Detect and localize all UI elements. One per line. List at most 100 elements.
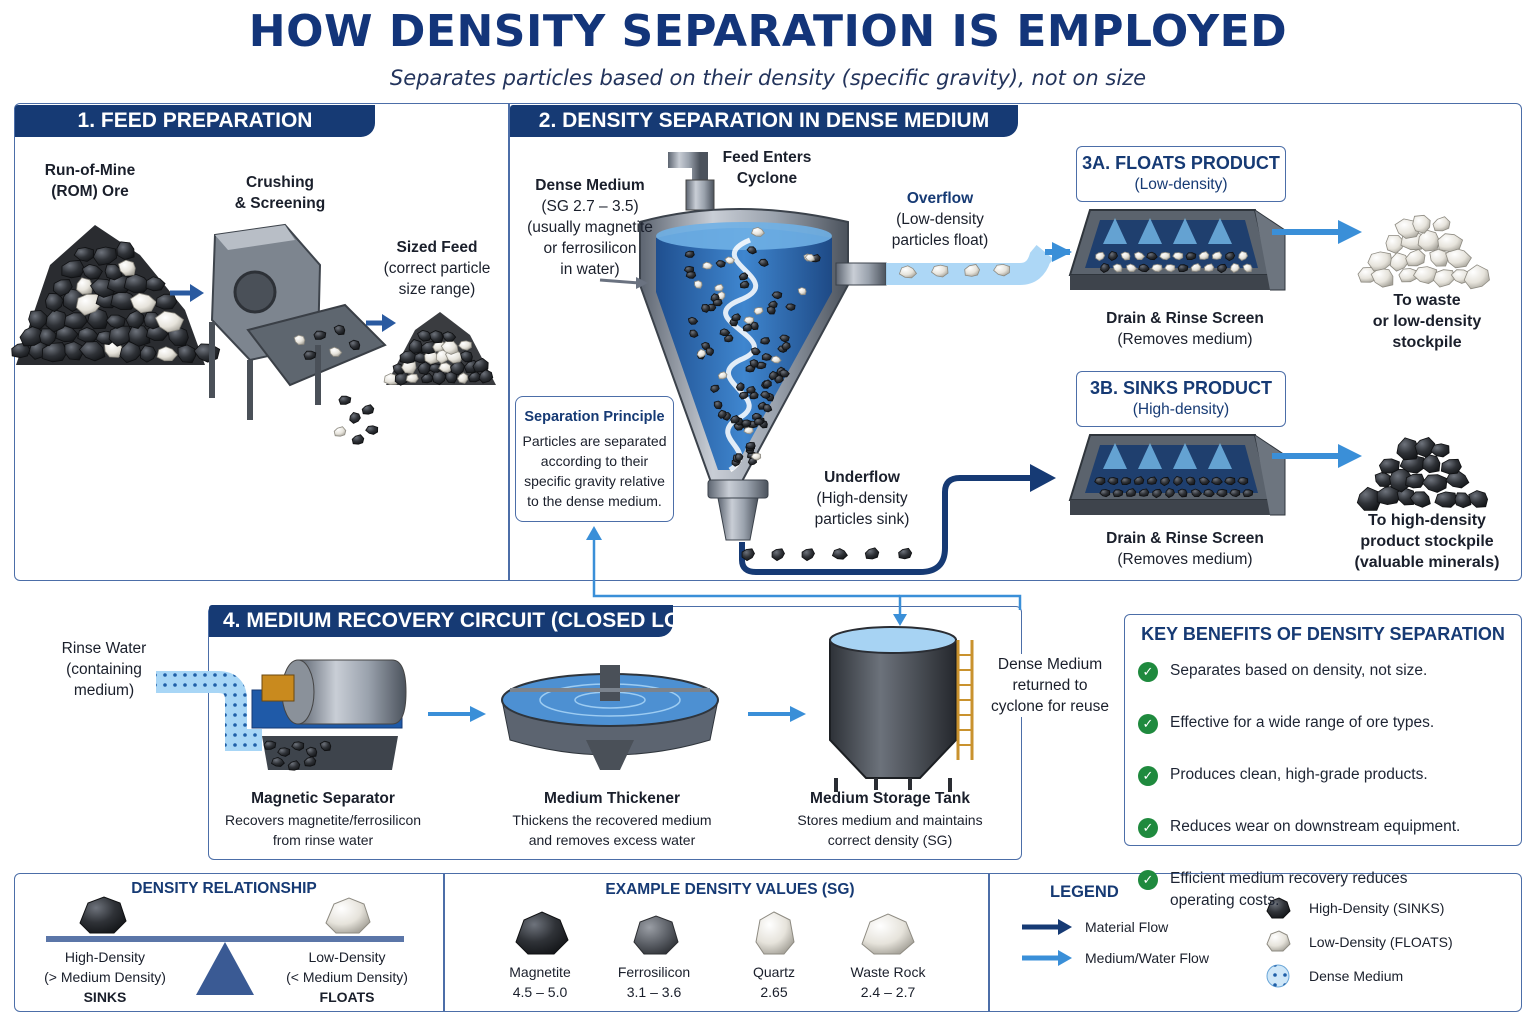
floats-dest-line-1: To waste xyxy=(1393,292,1461,309)
dark-rock xyxy=(432,370,447,386)
dark-rock xyxy=(349,412,361,424)
high-density-label: High-Density (> Medium Density) SINKS xyxy=(30,947,180,1007)
floats-balance-rock-icon xyxy=(325,897,371,934)
light-rock xyxy=(1417,229,1440,252)
dark-rock xyxy=(123,273,152,293)
light-rock xyxy=(1198,251,1210,260)
top-panel xyxy=(14,103,1522,581)
dense-medium-line-2: (SG 2.7 – 3.5) xyxy=(541,198,639,215)
dark-rock xyxy=(1112,489,1124,498)
feed-arrow-2-head xyxy=(382,314,396,332)
dark-rock xyxy=(313,330,327,340)
dark-rock xyxy=(1217,263,1228,274)
dark-rock xyxy=(766,306,776,315)
return-line-3: cyclone for reuse xyxy=(990,698,1110,715)
dark-rock xyxy=(303,756,317,767)
floats-dest-line-2: or low-density xyxy=(1372,313,1482,330)
sinks-header: 3B. SINKS PRODUCT xyxy=(1089,378,1273,398)
legend-material-flow: Material Flow xyxy=(1085,919,1169,935)
spray-nozzle xyxy=(1103,218,1127,244)
dark-rock xyxy=(741,548,755,562)
relationship-title: DENSITY RELATIONSHIP xyxy=(131,880,317,897)
example-waste-rock: Waste Rock 2.4 – 2.7 xyxy=(838,962,938,1002)
example-value: 3.1 – 3.6 xyxy=(626,984,682,1000)
rinse-line-1: Rinse Water xyxy=(61,640,147,657)
dark-rock xyxy=(801,548,815,562)
dark-rock xyxy=(731,313,741,322)
light-rock xyxy=(1405,248,1426,267)
dark-rock xyxy=(155,293,178,310)
dark-rock xyxy=(1107,477,1119,486)
dark-rock xyxy=(1422,454,1441,474)
medium-thickener xyxy=(501,665,719,770)
light-rock xyxy=(154,310,184,333)
spray-nozzle xyxy=(1173,443,1197,469)
magnetic-separator-label: Magnetic Separator Recovers magnetite/fe… xyxy=(218,788,428,850)
spray-nozzle xyxy=(1173,218,1197,244)
dark-rock xyxy=(365,425,379,435)
dark-rock xyxy=(417,361,431,376)
feed-arrow-1-head xyxy=(190,284,204,302)
floats-stockpile xyxy=(1357,214,1490,290)
dark-rock xyxy=(145,276,166,292)
dark-rock xyxy=(774,374,784,384)
dark-rock xyxy=(1454,492,1472,509)
example-value: 2.65 xyxy=(760,984,788,1000)
sized-feed-line-2: size range) xyxy=(398,281,476,298)
benefit-item-3: ✓Produces clean, high-grade products. xyxy=(1124,764,1522,786)
overflow-pipe xyxy=(886,242,1072,285)
light-rock xyxy=(750,452,762,461)
dark-rock xyxy=(263,740,277,750)
light-rock xyxy=(1230,262,1240,273)
check-icon: ✓ xyxy=(1138,662,1158,682)
return-to-principle-head xyxy=(586,526,602,540)
dark-rock xyxy=(701,303,710,313)
medium-storage-tank xyxy=(829,626,974,792)
light-rock xyxy=(743,316,754,325)
dark-rock xyxy=(739,280,750,289)
high-line-2: (> Medium Density) xyxy=(44,969,166,985)
dark-rock xyxy=(751,347,761,356)
dense-medium-line-1: Dense Medium xyxy=(535,177,645,194)
light-rock xyxy=(1211,251,1223,260)
dark-rock xyxy=(724,334,734,343)
dark-rock xyxy=(771,291,783,300)
dark-rock xyxy=(734,453,744,462)
mag-line-1: Recovers magnetite/ferrosilicon xyxy=(224,812,422,828)
spray-nozzle xyxy=(1208,443,1232,469)
feed-enters-line-2: Cyclone xyxy=(736,170,798,187)
rinse-line-3: medium) xyxy=(73,682,135,699)
dark-rock xyxy=(1216,488,1228,498)
dark-rock xyxy=(762,379,772,389)
dark-rock xyxy=(52,279,73,297)
quartz-rock-icon xyxy=(755,911,795,955)
dark-rock xyxy=(1356,486,1382,511)
floats-sub: (Low-density) xyxy=(1134,176,1228,193)
light-rock xyxy=(696,348,707,359)
benefit-text-5-line-1: Efficient medium recovery reduces xyxy=(1170,870,1408,887)
underflow-label: Underflow (High-density particles sink) xyxy=(800,467,924,530)
light-rock xyxy=(1367,251,1393,272)
recovery-header: 4. MEDIUM RECOVERY CIRCUIT (CLOSED LOOP) xyxy=(209,605,718,637)
rom-ore-label: Run-of-Mine (ROM) Ore xyxy=(20,160,160,202)
dark-rock xyxy=(87,307,109,330)
return-label: Dense Medium returned to cyclone for reu… xyxy=(986,654,1114,717)
medium-inlet-arrow-head xyxy=(636,277,648,289)
light-rock xyxy=(458,340,472,351)
dark-rock xyxy=(712,298,723,307)
dark-rock xyxy=(1237,477,1249,486)
sized-feed-title: Sized Feed xyxy=(396,239,478,256)
check-icon: ✓ xyxy=(1138,766,1158,786)
dark-rock xyxy=(333,324,346,336)
overflow-label: Overflow (Low-density particles float) xyxy=(880,188,1000,251)
dark-rock xyxy=(1211,476,1223,486)
dark-rock xyxy=(1185,476,1196,486)
rom-line-1: Run-of-Mine xyxy=(44,162,136,179)
light-rock xyxy=(702,261,713,270)
light-rock xyxy=(1134,251,1146,260)
light-rock xyxy=(1463,264,1490,290)
dark-rock xyxy=(753,418,764,426)
underflow-line-1: (High-density xyxy=(816,490,908,507)
return-line-1: Dense Medium xyxy=(997,656,1103,673)
